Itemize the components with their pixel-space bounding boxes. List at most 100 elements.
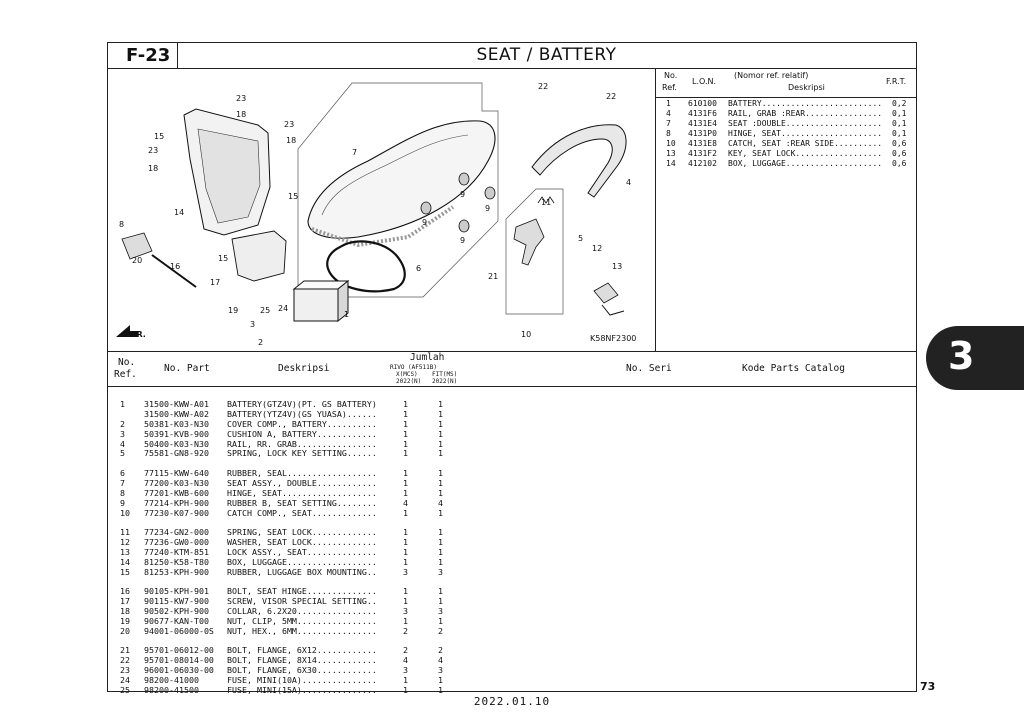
catch-group-outline: [505, 188, 564, 315]
section-tab: 3: [926, 326, 1024, 390]
part-number: 95701-06012-00: [144, 645, 214, 656]
section-number: 3: [948, 334, 975, 378]
part-ref: 8: [120, 487, 125, 498]
part-number: 95701-08014-00: [144, 654, 214, 665]
qty-variant-1: 1: [403, 684, 408, 695]
diagram-svg: FR. K58NF2300 1 2 3 4 5 6 7 8 9 9 9 9 10…: [116, 82, 636, 347]
parts-list: No. Ref. No. Part Deskripsi Jumlah RIVO …: [108, 351, 916, 695]
part-description: BATTERY(GTZ4V)(PT. GS BATTERY): [227, 399, 377, 409]
qty-variant-1: 1: [403, 408, 408, 419]
rubber-b-4: [458, 219, 470, 233]
qty-variant-2: 1: [438, 586, 443, 597]
col-variant-2: FIT(MS): [432, 371, 458, 378]
qty-variant-2: 4: [438, 654, 443, 665]
qty-variant-1: 1: [403, 507, 408, 518]
part-ref: 14: [120, 556, 130, 567]
frt-ref: 13: [666, 149, 676, 158]
qty-variant-1: 1: [403, 477, 408, 488]
qty-variant-2: 1: [438, 467, 443, 478]
frt-lon: 4131E8: [688, 139, 717, 148]
frt-ref: 1: [666, 99, 671, 108]
callout: 19: [228, 306, 238, 315]
frt-head-lon: L.O.N.: [692, 77, 717, 86]
frt-ref: 8: [666, 129, 671, 138]
part-number: 77115-KWW-640: [144, 467, 209, 478]
frt-lon: 4131F6: [688, 109, 717, 118]
part-description: BOX, LUGGAGE..................: [227, 556, 377, 567]
col-ref: Ref.: [114, 369, 137, 380]
qty-variant-2: 2: [438, 645, 443, 656]
header-divider: [177, 43, 178, 69]
part-ref: 19: [120, 615, 130, 626]
callout: 13: [612, 262, 622, 271]
callout: 17: [210, 278, 220, 287]
frt-header: No. Ref. L.O.N. (Nomor ref. relatif) Des…: [656, 69, 916, 98]
seat-hinge: [121, 232, 153, 260]
part-ref: 17: [120, 595, 130, 606]
qty-variant-2: 1: [438, 428, 443, 439]
part-number: 90502-KPH-900: [144, 605, 209, 616]
frt-lon: 412102: [688, 159, 717, 168]
qty-variant-1: 1: [403, 536, 408, 547]
part-ref: 25: [120, 684, 130, 695]
frt-time: 0,1: [892, 109, 907, 118]
part-description: CUSHION A, BATTERY............: [227, 428, 377, 439]
qty-variant-2: 1: [438, 399, 443, 409]
frt-head-ref: Ref.: [662, 83, 677, 92]
callout: 23: [148, 146, 158, 155]
rubber-seal: [326, 240, 406, 293]
frt-time: 0,2: [892, 99, 907, 108]
qty-variant-2: 1: [438, 487, 443, 498]
catalog-page-frame: F-23 SEAT / BATTERY: [107, 42, 917, 695]
qty-variant-1: 3: [403, 664, 408, 675]
qty-variant-2: 3: [438, 566, 443, 577]
part-number: 50391-KVB-900: [144, 428, 209, 439]
qty-variant-2: 2: [438, 625, 443, 636]
qty-variant-2: 1: [438, 536, 443, 547]
frt-ref: 7: [666, 119, 671, 128]
callout: 24: [278, 304, 288, 313]
callout: 15: [288, 192, 298, 201]
rubber-b-1: [458, 172, 470, 186]
part-ref: 10: [120, 507, 130, 518]
seat-group-outline: [297, 82, 499, 298]
part-ref: 18: [120, 605, 130, 616]
seat-catch: [513, 218, 545, 266]
grab-rail: [531, 124, 627, 198]
qty-variant-1: 1: [403, 438, 408, 449]
callout: 21: [488, 272, 498, 281]
qty-variant-2: 1: [438, 507, 443, 518]
part-ref: 1: [120, 399, 125, 409]
callout: 9: [460, 190, 465, 199]
callout: 25: [260, 306, 270, 315]
qty-variant-1: 1: [403, 418, 408, 429]
lock-key: [601, 304, 625, 316]
part-number: 77201-KWB-600: [144, 487, 209, 498]
col-catalog-code: Kode Parts Catalog: [742, 363, 845, 374]
diagram-ref-code: K58NF2300: [590, 334, 636, 343]
col-description: Deskripsi: [278, 363, 330, 374]
callout: 16: [170, 262, 180, 271]
callout: 20: [132, 256, 142, 265]
part-ref: 7: [120, 477, 125, 488]
callout: 15: [218, 254, 228, 263]
qty-variant-2: 1: [438, 477, 443, 488]
qty-variant-1: 1: [403, 674, 408, 685]
qty-variant-1: 1: [403, 556, 408, 567]
qty-variant-2: 1: [438, 418, 443, 429]
part-description: BOLT, SEAT HINGE..............: [227, 586, 377, 597]
part-ref: 5: [120, 448, 125, 459]
callout: 2: [258, 338, 263, 347]
callout: 4: [626, 178, 631, 187]
part-description: BOLT, FLANGE, 6X12............: [227, 645, 377, 656]
